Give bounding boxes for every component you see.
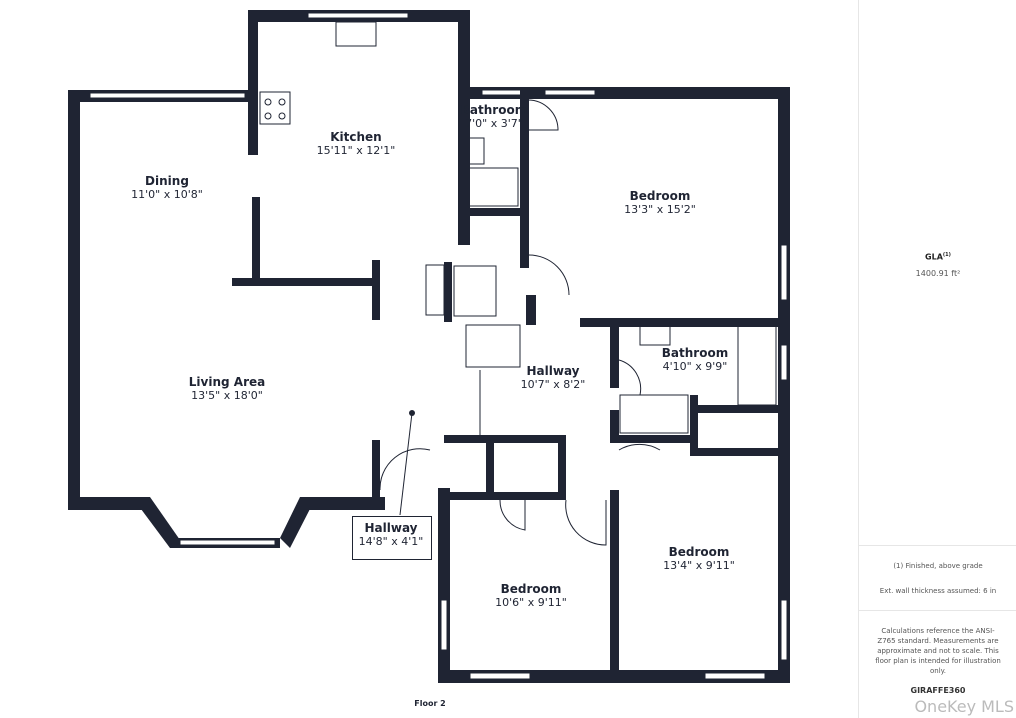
room-name: Bathroom <box>661 346 729 360</box>
room-name: Bedroom <box>500 582 562 596</box>
room-dims: 4'10" x 9'9" <box>662 360 728 373</box>
divider <box>859 545 1016 546</box>
room-dims: 11'0" x 10'8" <box>131 188 203 201</box>
gla-value: 1400.91 ft² <box>915 269 961 278</box>
disclaimer: Calculations reference the ANSI-Z765 sta… <box>875 627 1001 675</box>
room-name: Bathroom <box>460 103 528 117</box>
room-dims: 7'0" x 3'7" <box>465 117 523 130</box>
room-name: Living Area <box>188 375 266 389</box>
gla-label: GLA(1) <box>859 250 1016 263</box>
gla-label-text: GLA <box>925 252 943 262</box>
room-dims: 13'4" x 9'11" <box>663 559 735 572</box>
room-dims: 10'7" x 8'2" <box>520 378 586 391</box>
gla-sup: (1) <box>942 252 951 258</box>
room-name: Dining <box>145 174 189 188</box>
room-dims: 13'5" x 18'0" <box>191 389 263 402</box>
note-finished: (1) Finished, above grade <box>893 562 983 570</box>
note-wall: Ext. wall thickness assumed: 6 in <box>879 587 997 595</box>
floor-plan <box>68 10 790 683</box>
brand-logo: GIRAFFE360 <box>910 686 966 695</box>
room-name: Hallway <box>526 364 580 378</box>
walls <box>68 10 790 683</box>
room-dims: 10'6" x 9'11" <box>495 596 567 609</box>
room-name: Bedroom <box>629 189 691 203</box>
room-name: Bedroom <box>668 545 730 559</box>
info-panel: GLA(1) 1400.91 ft² (1) Finished, above g… <box>858 0 1016 718</box>
room-dims: 15'11" x 12'1" <box>316 144 396 157</box>
fixtures <box>259 21 777 546</box>
watermark: OneKey MLS <box>914 697 1014 716</box>
room-dims: 14'8" x 4'1" <box>358 535 424 548</box>
room-dims: 13'3" x 15'2" <box>624 203 696 216</box>
divider <box>859 610 1016 611</box>
room-name: Kitchen <box>330 130 382 144</box>
floor-label: Floor 2 <box>414 699 446 708</box>
hallway-label-box <box>352 516 432 560</box>
room-name: Hallway <box>364 521 418 535</box>
